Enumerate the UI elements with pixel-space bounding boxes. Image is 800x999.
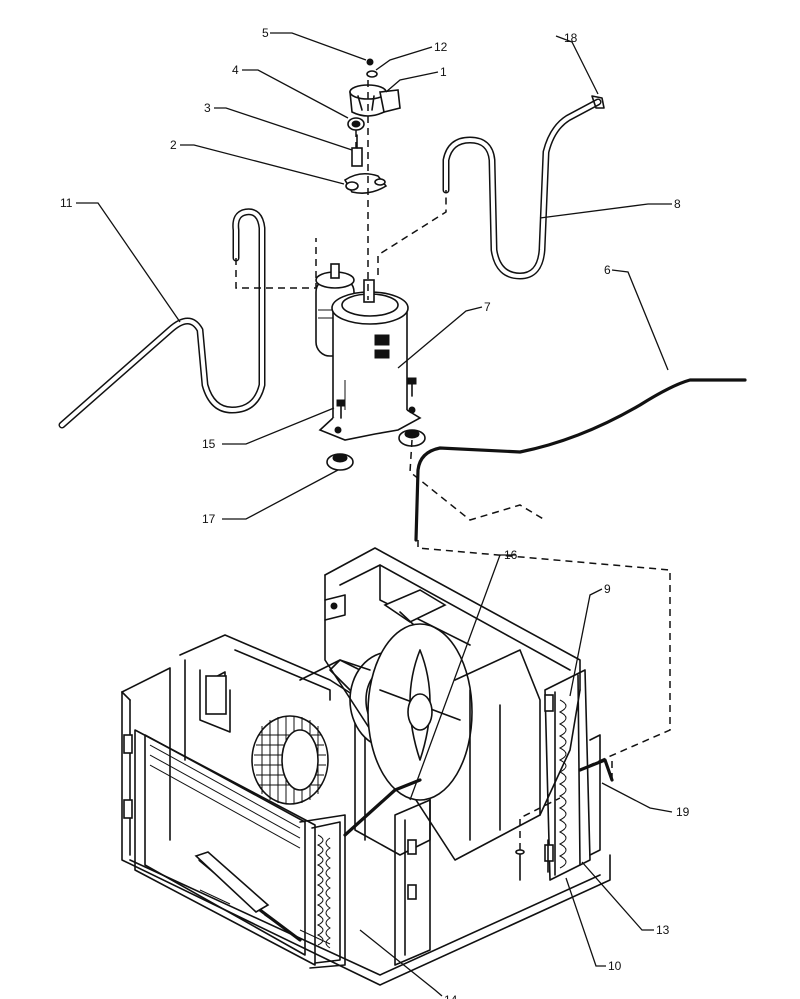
callout-15: 15 bbox=[202, 437, 216, 451]
callout-1: 1 bbox=[440, 65, 447, 79]
callout-4: 4 bbox=[232, 63, 239, 77]
callout-3: 3 bbox=[204, 101, 211, 115]
callout-14: 14 bbox=[444, 993, 458, 999]
screw-12 bbox=[366, 70, 378, 78]
mounting-grommet-left bbox=[326, 453, 354, 471]
callout-16: 16 bbox=[504, 548, 518, 562]
liquid-tube bbox=[414, 378, 747, 542]
condenser-shroud bbox=[324, 547, 581, 861]
blower-wheel bbox=[251, 715, 329, 805]
mounting-bolt-right bbox=[407, 377, 417, 397]
callout-9: 9 bbox=[604, 582, 611, 596]
condenser-coil bbox=[544, 669, 601, 881]
callout-13: 13 bbox=[656, 923, 670, 937]
callout-2: 2 bbox=[170, 138, 177, 152]
terminal-bracket bbox=[343, 172, 388, 194]
base-unit bbox=[121, 547, 614, 986]
callout-5: 5 bbox=[262, 26, 269, 40]
mounting-bolt-left bbox=[336, 399, 346, 419]
callout-19: 19 bbox=[676, 805, 690, 819]
terminal-cover bbox=[349, 84, 401, 117]
compressor bbox=[315, 263, 422, 441]
callout-8: 8 bbox=[674, 197, 681, 211]
overload-protector bbox=[351, 134, 363, 167]
terminal-gasket bbox=[347, 117, 365, 131]
callout-10: 10 bbox=[608, 959, 622, 973]
callout-6: 6 bbox=[604, 263, 611, 277]
callout-17: 17 bbox=[202, 512, 216, 526]
callout-11: 11 bbox=[60, 196, 73, 210]
callout-7: 7 bbox=[484, 300, 491, 314]
mounting-grommet-right bbox=[398, 429, 426, 447]
callout-leaders bbox=[76, 32, 673, 997]
callout-18: 18 bbox=[564, 31, 578, 45]
suction-tube bbox=[58, 208, 266, 429]
callout-12: 12 bbox=[434, 40, 448, 54]
discharge-tube bbox=[442, 95, 605, 280]
retainer-clip bbox=[366, 58, 374, 66]
evaporator-return-bends bbox=[316, 834, 331, 949]
